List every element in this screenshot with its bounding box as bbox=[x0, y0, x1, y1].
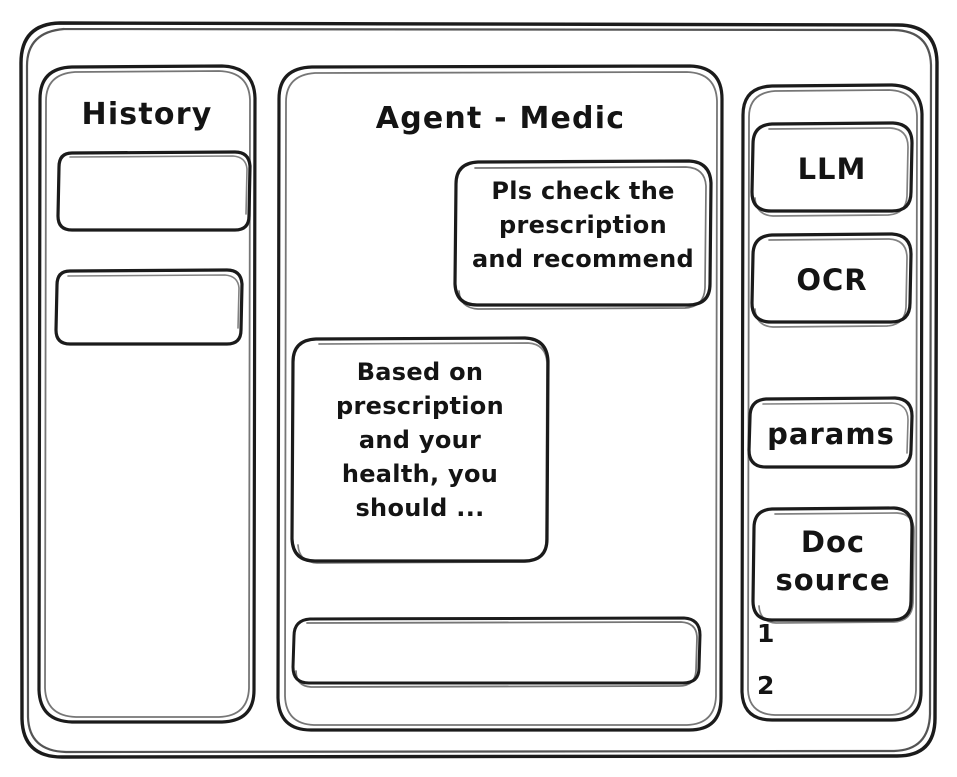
user-message-bubble: Pls check the prescription and recommend bbox=[455, 161, 711, 306]
params-button[interactable]: params bbox=[749, 398, 913, 468]
params-button-label: params bbox=[767, 417, 895, 451]
history-item-1[interactable] bbox=[58, 152, 250, 231]
assistant-message-bubble: Based on prescription and your health, y… bbox=[292, 338, 548, 562]
ocr-button[interactable]: OCR bbox=[752, 234, 912, 323]
assistant-message-text: Based on prescription and your health, y… bbox=[336, 358, 504, 523]
history-item-2[interactable] bbox=[56, 270, 242, 345]
doc-source-item-2[interactable]: 2 bbox=[757, 671, 775, 700]
llm-button-label: LLM bbox=[797, 152, 867, 186]
doc-source-item-1[interactable]: 1 bbox=[757, 619, 775, 648]
ocr-button-label: OCR bbox=[796, 263, 868, 297]
user-message-text: Pls check the prescription and recommend bbox=[471, 177, 695, 274]
agent-panel-title: Agent - Medic bbox=[375, 101, 626, 136]
composer-input[interactable] bbox=[293, 618, 700, 684]
doc-source-button-label: Doc source bbox=[775, 525, 891, 597]
llm-button[interactable]: LLM bbox=[752, 123, 912, 212]
history-panel-title: History bbox=[81, 97, 213, 132]
doc-source-button[interactable]: Doc source bbox=[753, 508, 913, 621]
